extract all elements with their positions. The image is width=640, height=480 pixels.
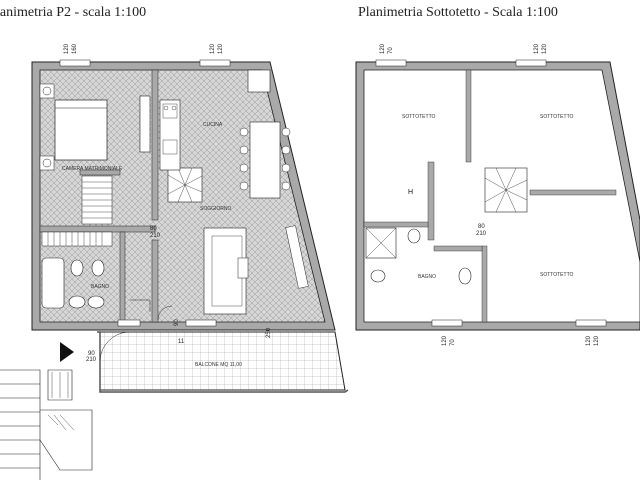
dim-label: 90 — [88, 351, 95, 357]
room-label-sottotetto-1: SOTTOTETTO — [402, 114, 436, 120]
dim-label: 120 — [586, 335, 592, 346]
room-label-sottotetto-3: SOTTOTETTO — [540, 272, 574, 278]
entrance-arrow-icon — [60, 342, 74, 362]
room-label-balcone: BALCONE MQ 11,00 — [195, 362, 242, 368]
room-label-cucina: CUCINA — [203, 122, 223, 128]
dim-label: 120 — [542, 43, 548, 54]
external-stairs — [0, 342, 93, 480]
dim-label: 70 — [388, 47, 394, 54]
dim-label: 120 — [210, 43, 216, 54]
room-label-soggiorno: SOGGIORNO — [200, 206, 232, 212]
dim-label: 120 — [594, 335, 600, 346]
bathtub — [41, 257, 65, 309]
dim-label: 210 — [86, 357, 97, 363]
room-label-sottotetto-2: SOTTOTETTO — [540, 114, 574, 120]
dining-table — [249, 121, 281, 199]
dim-label: 120 — [534, 43, 540, 54]
dim-label: 90 — [174, 319, 180, 326]
floorplan-attic-title: Planimetria Sottotetto - Scala 1:100 — [358, 5, 558, 20]
dim-label: 11 — [178, 339, 185, 345]
dim-label: 120 — [380, 43, 386, 54]
height-mark: H — [408, 189, 413, 196]
dim-label: 80 — [478, 224, 485, 230]
dim-label: 120 — [64, 43, 70, 54]
plan-p2: CAMERA MATRIMONIALE CUCINA SOGGIORNO BAG… — [0, 43, 349, 480]
dim-label: 160 — [72, 43, 78, 54]
balcony — [99, 331, 346, 391]
room-label-camera: CAMERA MATRIMONIALE — [62, 166, 123, 172]
dim-label: 210 — [150, 233, 161, 239]
dim-label: 70 — [450, 339, 456, 346]
plan-sottotetto: SOTTOTETTO SOTTOTETTO SOTTOTETTO BAGNO H… — [355, 43, 640, 346]
dim-label: 120 — [218, 43, 224, 54]
bed — [54, 99, 108, 161]
kitchen-counter — [159, 99, 181, 171]
floorplan-p2-title: lanimetria P2 - scala 1:100 — [0, 5, 147, 20]
dim-label: 210 — [476, 231, 487, 237]
dim-label: 120 — [442, 335, 448, 346]
room-label-bagno-p2: BAGNO — [91, 284, 109, 290]
dim-label: 80 — [150, 226, 157, 232]
dim-label: 250 — [266, 327, 272, 338]
room-label-bagno-attic: BAGNO — [418, 274, 436, 280]
